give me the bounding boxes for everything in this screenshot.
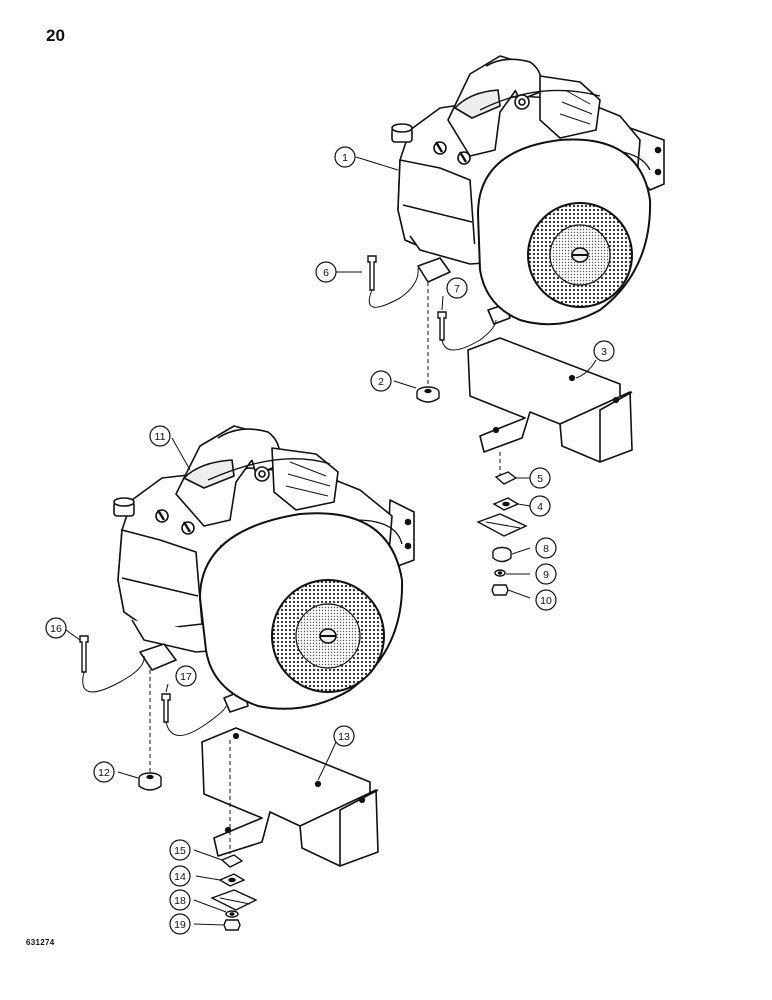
- callout-circle: [175, 665, 197, 687]
- leader-lines-upper: [336, 156, 597, 599]
- callout-label: 3: [601, 346, 607, 358]
- callout-18: 18: [169, 889, 191, 911]
- callout-14: 14: [169, 865, 191, 887]
- callout-label: 4: [537, 501, 543, 513]
- callout-circle: [169, 913, 191, 935]
- callout-19: 19: [169, 913, 191, 935]
- callout-label: 5: [537, 473, 543, 485]
- callout-circle: [334, 146, 356, 168]
- callout-circle: [45, 617, 67, 639]
- callout-11: 11: [149, 425, 171, 447]
- callout-label: 19: [174, 919, 186, 931]
- callout-circle: [529, 467, 551, 489]
- callout-circle: [169, 889, 191, 911]
- callout-label: 18: [174, 895, 186, 907]
- page-number: 20: [46, 26, 65, 45]
- callout-circle: [535, 563, 557, 585]
- callout-4: 4: [529, 495, 551, 517]
- callout-label: 17: [180, 671, 192, 683]
- engine-lower: [113, 425, 415, 713]
- callout-2: 2: [370, 370, 392, 392]
- hardware-lower: [79, 635, 258, 931]
- callout-12: 12: [93, 761, 115, 783]
- callout-label: 11: [155, 431, 166, 443]
- callout-3: 3: [593, 340, 615, 362]
- callout-circle: [370, 370, 392, 392]
- callout-circle: [149, 425, 171, 447]
- mounting-plate-upper: [467, 337, 633, 463]
- callout-circle: [529, 495, 551, 517]
- callout-circle: [446, 277, 468, 299]
- callout-circle: [315, 261, 337, 283]
- callout-15: 15: [169, 839, 191, 861]
- callout-label: 8: [543, 543, 549, 555]
- callout-circle: [93, 761, 115, 783]
- callout-label: 10: [540, 595, 552, 607]
- callout-circle: [535, 537, 557, 559]
- callout-circle: [535, 589, 557, 611]
- callout-7: 7: [446, 277, 468, 299]
- callout-label: 13: [338, 731, 350, 743]
- callout-5: 5: [529, 467, 551, 489]
- hardware-upper: [367, 255, 528, 596]
- callout-label: 9: [543, 569, 549, 581]
- callout-label: 6: [323, 267, 329, 279]
- callout-13: 13: [333, 725, 355, 747]
- callout-label: 16: [50, 623, 62, 635]
- callout-6: 6: [315, 261, 337, 283]
- callout-10: 10: [535, 589, 557, 611]
- figure-code: 631274: [26, 938, 55, 947]
- callout-17: 17: [175, 665, 197, 687]
- callout-circle: [333, 725, 355, 747]
- callout-label: 14: [174, 871, 186, 883]
- callout-8: 8: [535, 537, 557, 559]
- callout-label: 2: [378, 376, 384, 388]
- callout-9: 9: [535, 563, 557, 585]
- leader-lines-lower: [65, 437, 337, 926]
- callout-circle: [169, 839, 191, 861]
- callout-label: 7: [454, 283, 460, 295]
- mounting-plate-lower: [201, 727, 379, 867]
- callout-circle: [169, 865, 191, 887]
- callout-1: 1: [334, 146, 356, 168]
- callout-label: 1: [342, 152, 348, 164]
- callout-16: 16: [45, 617, 67, 639]
- callout-label: 15: [174, 845, 186, 857]
- callout-circle: [593, 340, 615, 362]
- callout-label: 12: [98, 767, 110, 779]
- engine-upper: [391, 55, 665, 326]
